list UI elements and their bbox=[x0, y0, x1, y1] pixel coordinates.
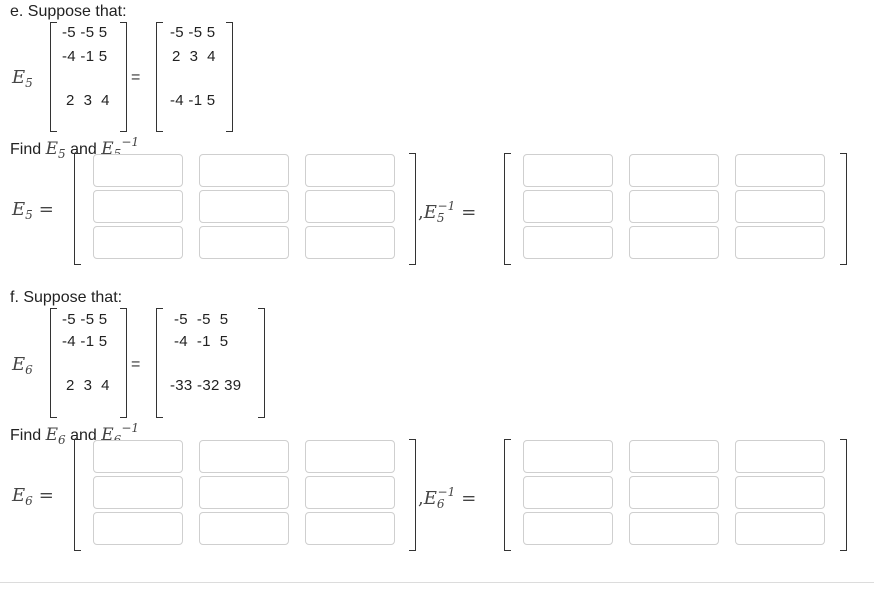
part-e-inverse-bracket-left bbox=[504, 153, 511, 265]
part-f-inv-cell-r2c1[interactable] bbox=[523, 476, 613, 509]
part-f-left-matrix-row-3: 2 3 4 bbox=[66, 377, 110, 394]
part-e-e5-cell-r1c3[interactable] bbox=[305, 154, 395, 187]
part-e-right-matrix-bracket-right bbox=[226, 22, 233, 132]
part-f-e6-cell-r1c2[interactable] bbox=[199, 440, 289, 473]
part-e-right-matrix-bracket-left bbox=[156, 22, 163, 132]
part-e-right-matrix-row-3: -4 -1 5 bbox=[170, 92, 216, 109]
part-e-inv-cell-r3c2[interactable] bbox=[629, 226, 719, 259]
part-e-left-matrix-row-1: -5 -5 5 bbox=[62, 24, 108, 41]
part-e-right-matrix-row-2: 2 3 4 bbox=[172, 48, 216, 65]
part-e-inv-cell-r3c1[interactable] bbox=[523, 226, 613, 259]
part-e-inv-cell-r2c3[interactable] bbox=[735, 190, 825, 223]
part-f-right-matrix-row-2: -4 -1 5 bbox=[174, 333, 229, 350]
part-e-inverse-bracket-right bbox=[840, 153, 847, 265]
part-e-answer-bracket-right bbox=[409, 153, 416, 265]
part-f-inv-cell-r1c1[interactable] bbox=[523, 440, 613, 473]
part-f-e6-cell-r2c1[interactable] bbox=[93, 476, 183, 509]
part-e-e5-cell-r3c2[interactable] bbox=[199, 226, 289, 259]
part-e-find-text: Find E5 and E5−1 bbox=[10, 135, 140, 161]
part-f-inv-cell-r3c1[interactable] bbox=[523, 512, 613, 545]
part-e-e5-cell-r1c1[interactable] bbox=[93, 154, 183, 187]
part-f-left-matrix-bracket-left bbox=[50, 308, 57, 418]
part-f-right-matrix-bracket-left bbox=[156, 308, 163, 418]
part-f-answer-bracket-right bbox=[409, 439, 416, 551]
part-e-inv-cell-r3c3[interactable] bbox=[735, 226, 825, 259]
part-f-equals-sign: = bbox=[131, 356, 141, 373]
part-e-inv-cell-r1c1[interactable] bbox=[523, 154, 613, 187]
part-f-inv-cell-r2c2[interactable] bbox=[629, 476, 719, 509]
part-f-inv-cell-r3c3[interactable] bbox=[735, 512, 825, 545]
part-f-inverse-bracket-left bbox=[504, 439, 511, 551]
part-e-inv-cell-r1c2[interactable] bbox=[629, 154, 719, 187]
part-f-e6-cell-r3c3[interactable] bbox=[305, 512, 395, 545]
part-f-inv-cell-r1c2[interactable] bbox=[629, 440, 719, 473]
part-f-right-matrix-row-3: -33 -32 39 bbox=[170, 377, 242, 394]
part-f-e6-cell-r1c3[interactable] bbox=[305, 440, 395, 473]
part-f-inverse-bracket-right bbox=[840, 439, 847, 551]
part-e-e5-cell-r3c3[interactable] bbox=[305, 226, 395, 259]
part-f-e6-cell-r1c1[interactable] bbox=[93, 440, 183, 473]
part-f-heading: f. Suppose that: bbox=[10, 289, 123, 306]
part-f-answer-label: E6= bbox=[12, 485, 54, 508]
part-e-inv-cell-r1c3[interactable] bbox=[735, 154, 825, 187]
part-e-left-matrix-bracket-right bbox=[120, 22, 127, 132]
part-e-inverse-label: ,E5−1= bbox=[418, 199, 477, 225]
part-e-left-matrix-row-2: -4 -1 5 bbox=[62, 48, 108, 65]
part-f-left-matrix-row-2: -4 -1 5 bbox=[62, 333, 108, 350]
part-e-e5-cell-r2c2[interactable] bbox=[199, 190, 289, 223]
part-e-e5-cell-r3c1[interactable] bbox=[93, 226, 183, 259]
part-f-inv-cell-r2c3[interactable] bbox=[735, 476, 825, 509]
part-e-e5-cell-r2c1[interactable] bbox=[93, 190, 183, 223]
part-e-heading: e. Suppose that: bbox=[10, 3, 127, 20]
part-f-e6-cell-r3c2[interactable] bbox=[199, 512, 289, 545]
part-e-inv-cell-r2c2[interactable] bbox=[629, 190, 719, 223]
part-e-answer-bracket-left bbox=[74, 153, 81, 265]
part-f-matrix-label: E6 bbox=[12, 354, 33, 377]
part-f-inverse-label: ,E6−1= bbox=[418, 485, 477, 511]
part-f-left-matrix-bracket-right bbox=[120, 308, 127, 418]
footer-divider bbox=[0, 582, 874, 583]
part-e-e5-cell-r1c2[interactable] bbox=[199, 154, 289, 187]
part-e-left-matrix-bracket-left bbox=[50, 22, 57, 132]
part-f-right-matrix-bracket-right bbox=[258, 308, 265, 418]
part-e-equals-sign: = bbox=[131, 69, 141, 86]
part-e-matrix-label: E5 bbox=[12, 67, 33, 90]
part-f-inv-cell-r1c3[interactable] bbox=[735, 440, 825, 473]
part-e-right-matrix-row-1: -5 -5 5 bbox=[170, 24, 216, 41]
part-f-answer-bracket-left bbox=[74, 439, 81, 551]
part-f-left-matrix-row-1: -5 -5 5 bbox=[62, 311, 108, 328]
part-f-right-matrix-row-1: -5 -5 5 bbox=[174, 311, 229, 328]
part-f-e6-cell-r3c1[interactable] bbox=[93, 512, 183, 545]
part-f-e6-cell-r2c2[interactable] bbox=[199, 476, 289, 509]
part-e-left-matrix-row-3: 2 3 4 bbox=[66, 92, 110, 109]
part-f-e6-cell-r2c3[interactable] bbox=[305, 476, 395, 509]
part-e-e5-cell-r2c3[interactable] bbox=[305, 190, 395, 223]
part-e-inv-cell-r2c1[interactable] bbox=[523, 190, 613, 223]
part-f-inv-cell-r3c2[interactable] bbox=[629, 512, 719, 545]
part-e-answer-label: E5= bbox=[12, 199, 54, 222]
